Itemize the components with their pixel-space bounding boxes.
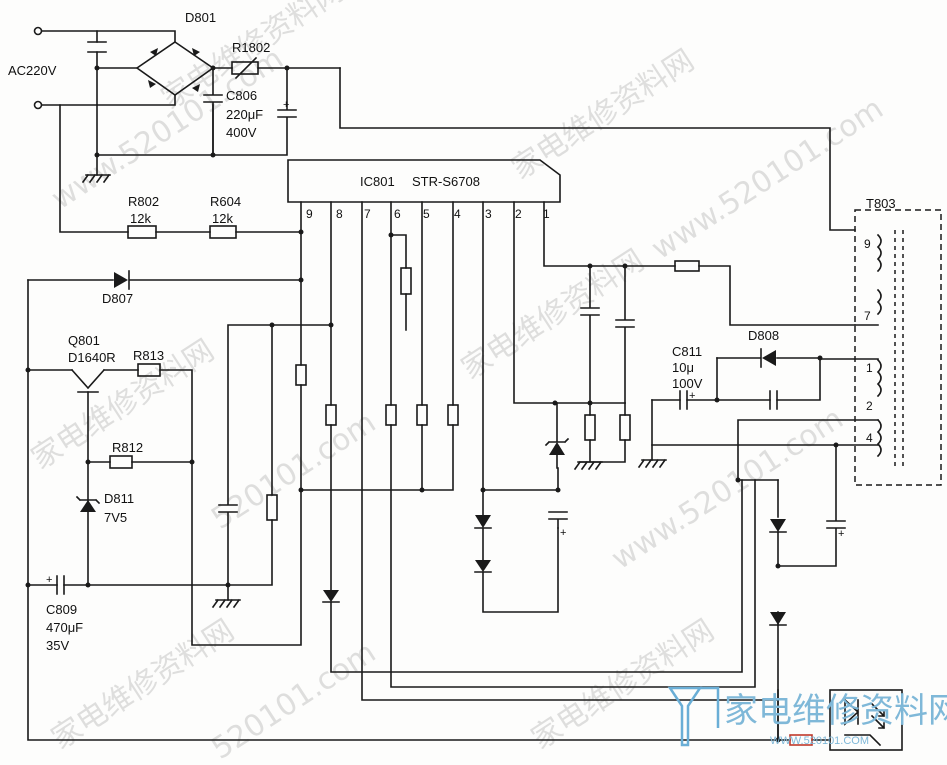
c811-name: C811 (672, 344, 702, 359)
r813-label: R813 (133, 348, 164, 363)
t803-pin-4: 4 (866, 431, 873, 445)
svg-text:+: + (560, 527, 566, 539)
svg-text:+: + (46, 574, 52, 586)
ac-terminal-top (33, 26, 43, 36)
watermark-layer: 家电维修资料网 www.520101.com 家电维修资料网 家电维修资料网 w… (25, 0, 889, 765)
plus-sign: + (283, 99, 289, 111)
ac-terminal-bottom (33, 100, 43, 110)
watermark: 家电维修资料网 (455, 243, 650, 387)
r802-resistor (127, 225, 157, 239)
d811-value: 7V5 (104, 510, 127, 525)
q801-part: D1640R (68, 350, 116, 365)
ic-pin-8: 8 (336, 207, 343, 221)
watermark: 520101.com (205, 405, 382, 537)
r604-value: 12k (212, 211, 233, 226)
t803-pin-2: 2 (866, 399, 873, 413)
r604-label: R604 (210, 194, 241, 209)
t803-pin-9: 9 (864, 237, 871, 251)
ic801-body (287, 159, 561, 203)
ac-input-section: AC220V D801 R1802 + C806 220μF 400V (8, 10, 856, 231)
d801-label: D801 (185, 10, 216, 25)
watermark: www.520101.com (645, 91, 889, 267)
r802-label: R802 (128, 194, 159, 209)
d811-zener (80, 500, 96, 512)
ic-pin-4: 4 (454, 207, 461, 221)
watermark: 520101.com (205, 635, 382, 765)
watermark: 家电维修资料网 (505, 43, 700, 187)
t803-transformer: T803 9 7 1 2 4 (819, 196, 942, 486)
ic-pin-7: 7 (364, 207, 371, 221)
c811-voltage: 100V (672, 376, 703, 391)
watermark: 家电维修资料网 (525, 613, 720, 757)
r812-resistor (109, 455, 133, 469)
t803-outline (854, 209, 942, 486)
t803-pin-1: 1 (866, 361, 873, 375)
ic-pin-5: 5 (423, 207, 430, 221)
r812-label: R812 (112, 440, 143, 455)
d811-label: D811 (104, 491, 134, 506)
r1802-thermistor (231, 61, 259, 75)
optocoupler (829, 689, 903, 751)
r802-value: 12k (130, 211, 151, 226)
secondary-section: C811 10μ 100V D808 + + (637, 328, 903, 751)
bridge-rectifier (135, 41, 215, 96)
t803-label: T803 (866, 196, 896, 211)
svg-text:+: + (689, 390, 695, 402)
r813-resistor (137, 363, 161, 377)
c806-name: C806 (226, 88, 257, 103)
q801-label: Q801 (68, 333, 100, 348)
ic801-part: STR-S6708 (412, 174, 480, 189)
c811-value: 10μ (672, 360, 694, 375)
d807-diode (114, 272, 128, 288)
c806-voltage: 400V (226, 125, 257, 140)
d808-label: D808 (748, 328, 779, 343)
start-up-network: R802 12k R604 12k D807 (27, 104, 781, 741)
watermark: www.520101.com (605, 401, 849, 577)
c806-value: 220μF (226, 107, 263, 122)
logo-url: WWW.520101.COM (770, 735, 869, 747)
c809-name: C809 (46, 602, 77, 617)
ic-pin-3: 3 (485, 207, 492, 221)
t803-pin-7: 7 (864, 309, 871, 323)
ic-pin-resistors: + (385, 232, 568, 573)
d807-label: D807 (102, 291, 133, 306)
ic-pin-1: 1 (543, 207, 550, 221)
site-logo: 家电维修资料网 WWW.520101.COM (667, 686, 947, 747)
ic-pin-6: 6 (394, 207, 401, 221)
svg-text:+: + (838, 528, 844, 540)
ic-output-network (544, 260, 700, 471)
q801-regulator: Q801 D1640R R813 R812 D811 7V5 + C809 47… (25, 322, 340, 653)
ic-pin-9: 9 (306, 207, 313, 221)
r604-resistor (209, 225, 237, 239)
ac-label: AC220V (8, 63, 57, 78)
logo-text: 家电维修资料网 (724, 691, 947, 731)
c809-voltage: 35V (46, 638, 69, 653)
ic-pin-2: 2 (515, 207, 522, 221)
r1802-label: R1802 (232, 40, 270, 55)
ic801-name: IC801 (360, 174, 395, 189)
c809-value: 470μF (46, 620, 83, 635)
